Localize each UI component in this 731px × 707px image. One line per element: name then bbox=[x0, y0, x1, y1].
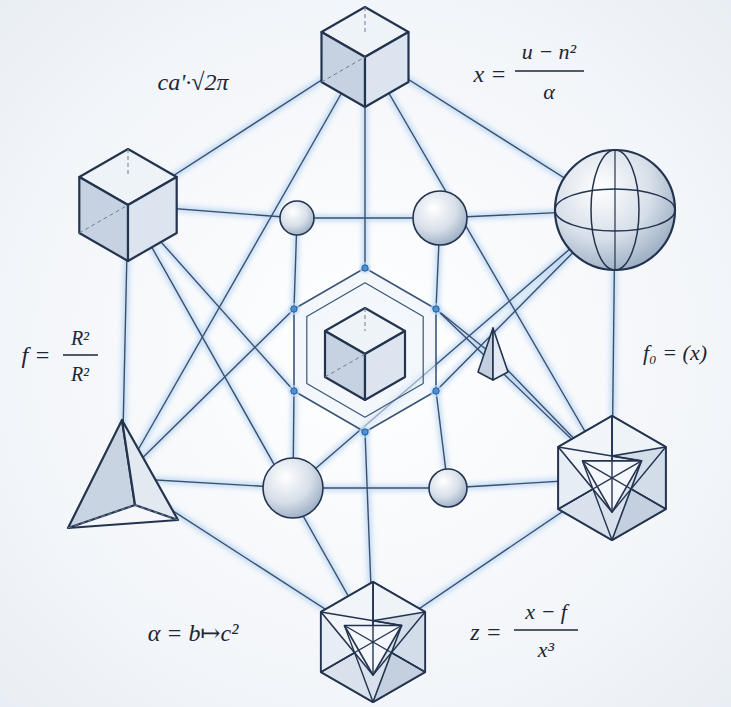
hidden-edge bbox=[322, 7, 366, 82]
icosahedron-edge bbox=[344, 626, 373, 703]
top-cube bbox=[322, 32, 366, 107]
tetrahedron-edge bbox=[68, 520, 178, 528]
formula-label: ca'·√2π bbox=[158, 70, 229, 94]
node-dot bbox=[362, 265, 368, 271]
node-glow bbox=[430, 385, 442, 397]
link-line bbox=[128, 205, 373, 640]
fraction-bar bbox=[514, 629, 578, 631]
glow-line bbox=[128, 205, 373, 640]
sphere bbox=[429, 469, 467, 507]
formula-label: R² bbox=[71, 364, 89, 384]
icosahedron-edge bbox=[321, 612, 402, 626]
formula-label: z = bbox=[470, 620, 502, 644]
sphere-axis bbox=[614, 150, 615, 270]
hidden-edge bbox=[79, 149, 128, 233]
left-cube bbox=[128, 177, 177, 261]
fraction-bars bbox=[63, 71, 584, 630]
formula-label: x = bbox=[474, 62, 507, 86]
central-hexagon bbox=[294, 268, 436, 432]
glow-line bbox=[365, 52, 612, 478]
glow-line bbox=[436, 309, 493, 355]
icosahedron-edge bbox=[344, 626, 425, 673]
link-line bbox=[436, 309, 493, 355]
formula-label: α = b↦c² bbox=[148, 621, 239, 645]
sphere bbox=[413, 191, 467, 245]
formula-label: R² bbox=[71, 328, 89, 348]
hidden-edge bbox=[325, 308, 365, 377]
node-dot bbox=[433, 306, 439, 312]
icosahedron-edge bbox=[558, 461, 641, 509]
icosahedron-edge bbox=[582, 461, 612, 540]
node-dot bbox=[433, 388, 439, 394]
icosahedron-edge bbox=[611, 416, 612, 512]
top-cube bbox=[365, 32, 409, 107]
node-dot bbox=[362, 429, 368, 435]
formula-label: x − f bbox=[525, 601, 567, 623]
formula-label: f₀ = (x) bbox=[643, 342, 707, 364]
node-dot bbox=[291, 388, 297, 394]
icosahedron-edge bbox=[558, 447, 641, 461]
node-glow bbox=[430, 303, 442, 315]
polyhedra bbox=[68, 7, 675, 702]
fraction-bar bbox=[515, 70, 584, 72]
small-pyramid bbox=[493, 328, 508, 380]
glow-lines bbox=[122, 52, 615, 640]
node-dot bbox=[291, 306, 297, 312]
sphere bbox=[263, 458, 323, 518]
sphere bbox=[555, 150, 675, 270]
central-hexagon bbox=[307, 283, 423, 417]
tetrahedron bbox=[122, 420, 178, 520]
small-pyramid bbox=[478, 328, 493, 380]
formula-label: α bbox=[543, 81, 555, 103]
link-line bbox=[122, 52, 365, 478]
icosahedron-edge bbox=[372, 582, 373, 675]
link-line bbox=[122, 309, 294, 478]
formula-label: x³ bbox=[538, 639, 554, 661]
icosahedron bbox=[558, 416, 665, 540]
node-glow bbox=[288, 303, 300, 315]
node-glow bbox=[359, 426, 371, 438]
icosahedron bbox=[321, 582, 425, 702]
fraction-bar bbox=[63, 354, 98, 356]
hidden-edge bbox=[68, 505, 178, 528]
node-glow bbox=[359, 262, 371, 274]
sphere bbox=[280, 201, 314, 235]
sphere-meridian bbox=[591, 150, 639, 270]
icosahedron-edge bbox=[582, 461, 665, 509]
link-line bbox=[365, 52, 612, 478]
connecting-lines bbox=[122, 52, 615, 640]
formula-label: f = bbox=[22, 343, 51, 367]
formula-label: u − n² bbox=[522, 41, 576, 63]
node-glow bbox=[288, 385, 300, 397]
icosahedron-edge bbox=[321, 626, 402, 673]
central-cube bbox=[365, 331, 405, 400]
